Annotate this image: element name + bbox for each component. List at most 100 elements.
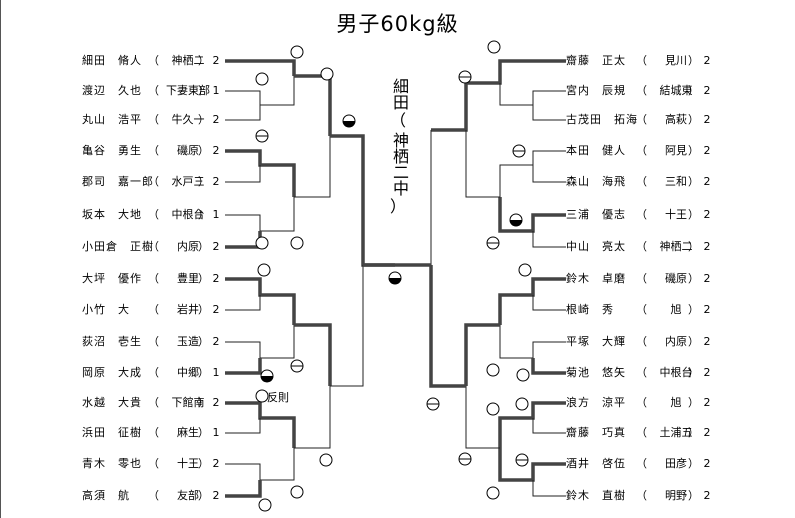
team-open-paren: （ (636, 457, 647, 470)
team-close-paren: ） (688, 144, 699, 157)
waza-mark-icon (515, 453, 529, 467)
hansoku-mark-icon (342, 114, 356, 128)
team-open-paren: （ (636, 208, 647, 221)
player-team: 高萩 (665, 113, 687, 126)
player-name: 齋藤 巧真 (566, 426, 626, 439)
player-grade: 2 (212, 272, 220, 285)
player-name: 森山 海飛 (566, 175, 626, 188)
team-close-paren: ） (198, 457, 209, 470)
bracket-line (464, 323, 500, 386)
player-team: 中根台 (171, 208, 205, 221)
team-close-paren: ） (688, 457, 699, 470)
player-grade: 1 (212, 84, 220, 97)
team-open-paren: （ (636, 489, 647, 502)
champion-label: 細田 （ 神栖二中 ） (388, 78, 409, 218)
bracket-line (532, 418, 566, 434)
champion-team-open-paren: （ (389, 111, 406, 130)
bracket-line (225, 448, 295, 481)
team-close-paren: ） (198, 335, 209, 348)
bracket-line (225, 197, 295, 232)
team-close-paren: ） (198, 113, 209, 126)
player-team: 見川 (665, 54, 687, 67)
player-name: 三浦 優志 (566, 208, 626, 221)
waza-mark-icon (458, 452, 472, 466)
team-open-paren: （ (148, 84, 159, 97)
team-close-paren: ） (198, 396, 209, 409)
player-grade: 2 (703, 366, 711, 379)
player-name: 鈴木 卓磨 (566, 272, 626, 285)
player-grade: 2 (212, 396, 220, 409)
player-grade: 2 (703, 335, 711, 348)
player-name: 本田 健人 (566, 144, 626, 157)
player-team: 土浦五 (659, 426, 693, 439)
team-close-paren: ） (198, 272, 209, 285)
player-grade: 2 (212, 54, 220, 67)
player-team: 下館南 (171, 396, 205, 409)
player-grade: 2 (703, 175, 711, 188)
player-grade: 2 (212, 303, 220, 316)
win-mark-icon (319, 453, 333, 467)
player-name: 郡司 嘉一郎 (82, 175, 154, 188)
player-team: 玉造 (177, 335, 199, 348)
win-mark-icon (486, 363, 500, 377)
player-name: 丸山 浩平 (82, 113, 142, 126)
team-open-paren: （ (636, 366, 647, 379)
team-close-paren: ） (688, 335, 699, 348)
player-team: 三和 (665, 175, 687, 188)
bracket-line (225, 325, 295, 359)
champion-team-close-paren: ） (389, 197, 406, 216)
bracket-line (294, 386, 331, 449)
win-mark-icon (255, 72, 269, 86)
player-team: 神栖二 (659, 240, 693, 253)
player-grade: 1 (212, 208, 220, 221)
player-name: 浪方 涼平 (566, 396, 626, 409)
team-close-paren: ） (688, 303, 699, 316)
player-team: 結城東 (659, 84, 693, 97)
player-team: 神栖二 (171, 54, 205, 67)
player-name: 大坪 優作 (82, 272, 142, 285)
win-mark-icon (290, 485, 304, 499)
bracket-line (532, 165, 566, 183)
player-name: 中山 亮太 (566, 240, 626, 253)
team-open-paren: （ (636, 396, 647, 409)
waza-mark-icon (458, 70, 472, 84)
team-close-paren: ） (198, 84, 209, 97)
team-close-paren: ） (688, 489, 699, 502)
bracket-line (330, 134, 395, 267)
bracket-line (532, 105, 566, 121)
player-team: 中郷 (177, 366, 199, 379)
bracket-line (225, 418, 261, 434)
player-grade: 2 (212, 457, 220, 470)
player-grade: 2 (703, 272, 711, 285)
player-grade: 2 (703, 208, 711, 221)
team-open-paren: （ (636, 175, 647, 188)
player-team: 内原 (177, 240, 199, 253)
player-name: 齋藤 正太 (566, 54, 626, 67)
team-close-paren: ） (198, 489, 209, 502)
team-open-paren: （ (148, 208, 159, 221)
player-team: 牛久一 (171, 113, 205, 126)
player-team: 明野 (665, 489, 687, 502)
player-grade: 2 (703, 303, 711, 316)
bracket-line (532, 231, 566, 248)
bracket-line (531, 358, 566, 375)
player-team: 下妻東部 (166, 84, 210, 97)
waza-mark-icon (290, 359, 304, 373)
team-close-paren: ） (198, 366, 209, 379)
player-team: 友部 (177, 489, 199, 502)
bracket-line (465, 130, 500, 198)
player-team: 田彦 (665, 457, 687, 470)
win-mark-icon (257, 263, 271, 277)
team-open-paren: （ (148, 113, 159, 126)
win-mark-icon (290, 236, 304, 250)
bracket-line (498, 448, 566, 482)
player-name: 岡原 大成 (82, 366, 142, 379)
team-open-paren: （ (148, 175, 159, 188)
player-name: 坂本 大地 (82, 208, 142, 221)
player-grade: 1 (212, 426, 220, 439)
team-close-paren: ） (688, 54, 699, 67)
team-open-paren: （ (148, 54, 159, 67)
team-open-paren: （ (148, 396, 159, 409)
